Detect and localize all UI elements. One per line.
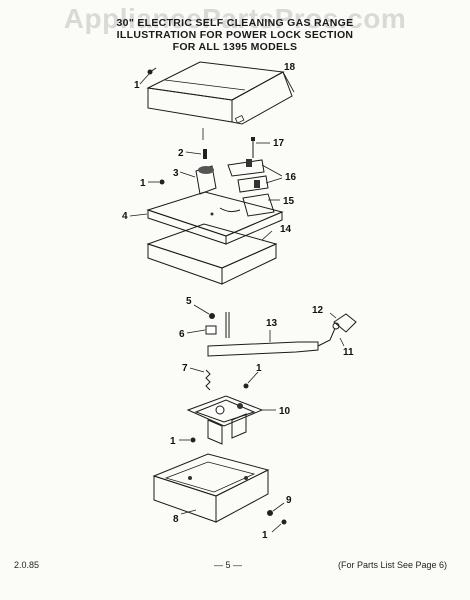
part-switches [227,159,283,193]
footer-page-number: — 5 — [214,560,243,570]
callout-1-lower-left: 1 [170,436,176,447]
part-screw-5-rod-6 [186,304,230,338]
callout-1-upper-left: 1 [140,178,146,189]
part-top-cover [146,61,295,140]
screw-part-17 [251,137,270,158]
part-insulation [146,223,278,285]
callout-10: 10 [279,406,291,417]
callout-14: 14 [280,224,292,235]
callout-16: 16 [285,172,297,183]
part-lock-motor [179,149,217,195]
callout-11: 11 [343,347,354,358]
header-line-1: 30" ELECTRIC SELF CLEANING GAS RANGE [116,17,354,29]
callout-5: 5 [186,296,192,307]
callout-17: 17 [273,138,285,149]
watermark: AppliancePartsPros.com [63,3,407,34]
callout-9: 9 [286,495,292,506]
callout-18: 18 [284,62,296,73]
callout-1-spring: 1 [256,363,262,374]
callout-4: 4 [122,211,128,222]
part-base-pan [152,453,270,523]
callout-1-bottom: 1 [262,530,268,541]
part-bracket [242,193,280,217]
callout-3: 3 [173,168,179,179]
screw-part-1-lower-left [179,437,196,443]
screw-part-1-upper-left [148,179,165,185]
footer-date: 2.0.85 [14,560,40,570]
part-spring [189,367,259,391]
footer-parts-list-note: (For Parts List See Page 6) [338,560,448,570]
header-line-3: FOR ALL 1395 MODELS [172,41,298,53]
callout-8: 8 [173,514,179,525]
header-line-2: ILLUSTRATION FOR POWER LOCK SECTION [116,29,354,41]
part-screw-9-and-1 [267,502,287,533]
callout-7: 7 [182,363,188,374]
part-knob [329,312,357,333]
callout-12: 12 [312,305,324,316]
callout-13: 13 [266,318,278,329]
screw-part-1-top [139,67,157,85]
callout-2: 2 [178,148,184,159]
callout-1-top: 1 [134,80,140,91]
part-latch-assembly [186,395,276,445]
callout-15: 15 [283,196,295,207]
part-lock-base [129,191,284,245]
callout-6: 6 [179,329,185,340]
